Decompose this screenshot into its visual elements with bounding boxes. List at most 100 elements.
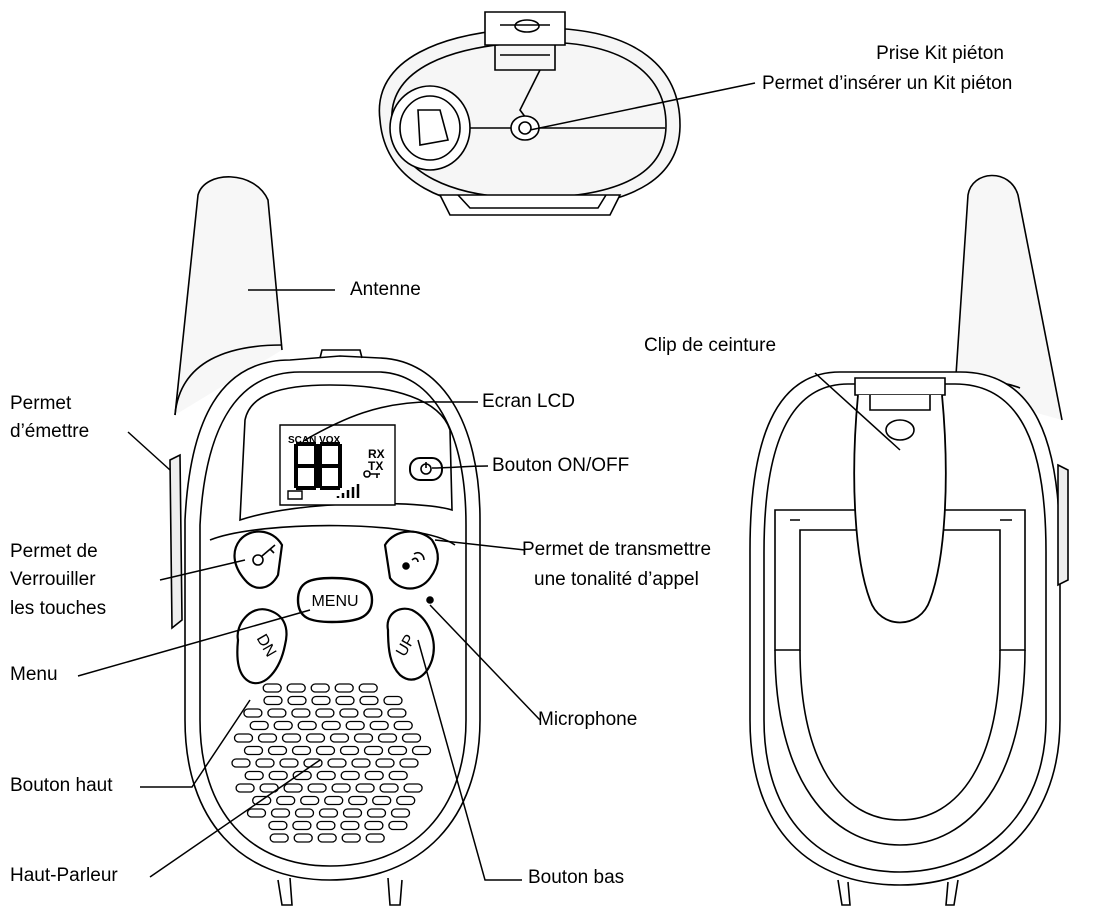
- speaker-slot: [377, 733, 398, 743]
- speaker-slot: [364, 770, 384, 781]
- speaker-slot: [292, 820, 312, 831]
- speaker-slot: [257, 733, 278, 743]
- speaker-slot: [291, 708, 311, 718]
- speaker-slot: [353, 733, 374, 743]
- lcd-digits: 88: [292, 436, 347, 490]
- speaker-slot: [318, 808, 339, 818]
- speaker-slot: [403, 783, 423, 793]
- speaker-slot: [297, 720, 317, 731]
- menu-button-label: MENU: [311, 593, 358, 610]
- lcd-rx-text: RX: [368, 447, 385, 461]
- speaker-slot: [388, 820, 408, 831]
- speaker-slot: [393, 720, 413, 731]
- speaker-slot: [310, 683, 330, 693]
- speaker-slot: [233, 733, 254, 743]
- top-view-illustration: [378, 11, 681, 216]
- speaker-slot: [235, 783, 255, 793]
- label-bouton-onoff: Bouton ON/OFF: [492, 455, 630, 476]
- speaker-slot: [311, 695, 331, 706]
- speaker-slot: [365, 833, 385, 843]
- speaker-slot: [270, 808, 291, 818]
- speaker-slot: [364, 820, 384, 831]
- speaker-slot: [359, 695, 379, 706]
- speaker-slot: [316, 820, 336, 831]
- label-ecran-lcd: Ecran LCD: [482, 391, 575, 412]
- label-menu: Menu: [10, 664, 58, 685]
- speaker-slot: [243, 708, 263, 718]
- label-prise-kit-title: Prise Kit piéton: [876, 43, 1004, 64]
- speaker-slot: [345, 720, 365, 731]
- lcd-scan-vox-text: SCAN VOX: [288, 435, 341, 446]
- speaker-slot: [375, 758, 395, 768]
- speaker-slot: [348, 795, 368, 806]
- speaker-slot: [379, 783, 399, 793]
- back-view-illustration: [749, 174, 1069, 906]
- speaker-slot: [262, 683, 282, 693]
- speaker-slot: [366, 808, 387, 818]
- speaker-slot: [334, 683, 354, 693]
- speaker-slot: [351, 758, 371, 768]
- label-haut-parleur: Haut-Parleur: [10, 865, 118, 886]
- label-prise-kit-desc: Permet d’insérer un Kit piéton: [762, 73, 1013, 94]
- lcd-tx-text: TX: [368, 459, 383, 473]
- speaker-slot: [388, 770, 408, 781]
- speaker-slot: [255, 758, 275, 768]
- speaker-slot: [331, 783, 351, 793]
- speaker-slot: [327, 758, 347, 768]
- speaker-slot: [363, 745, 384, 756]
- label-permet-emettre-2: d’émettre: [10, 421, 90, 442]
- speaker-slot: [268, 820, 288, 831]
- speaker-slot: [287, 695, 307, 706]
- label-antenne: Antenne: [350, 279, 421, 300]
- speaker-slot: [355, 783, 375, 793]
- label-transmettre-2: une tonalité d’appel: [534, 569, 699, 590]
- speaker-slot: [372, 795, 392, 806]
- speaker-slot: [268, 770, 288, 781]
- label-verrouiller-1: Permet de: [10, 541, 98, 562]
- speaker-slot: [252, 795, 272, 806]
- speaker-slot: [383, 695, 403, 706]
- speaker-slot: [291, 745, 312, 756]
- speaker-slot: [231, 758, 251, 768]
- speaker-slot: [329, 733, 350, 743]
- speaker-slot: [305, 733, 326, 743]
- speaker-slot: [387, 745, 408, 756]
- label-bouton-haut: Bouton haut: [10, 775, 113, 796]
- speaker-slot: [273, 720, 293, 731]
- callout-lines: [77, 82, 901, 881]
- speaker-slot: [279, 758, 299, 768]
- speaker-slot: [340, 820, 360, 831]
- speaker-slot: [369, 720, 389, 731]
- front-view-illustration: [169, 176, 481, 881]
- speaker-slot: [293, 833, 313, 843]
- speaker-slot: [342, 808, 363, 818]
- speaker-slot: [399, 758, 419, 768]
- label-verrouiller-2: Verrouiller: [10, 569, 96, 590]
- speaker-slot: [249, 720, 269, 731]
- speaker-slot: [281, 733, 302, 743]
- speaker-slot: [339, 708, 359, 718]
- speaker-slot: [307, 783, 327, 793]
- speaker-slot: [276, 795, 296, 806]
- label-verrouiller-3: les touches: [10, 598, 107, 619]
- speaker-slot: [411, 745, 432, 756]
- speaker-slot: [243, 745, 264, 756]
- speaker-slot: [358, 683, 378, 693]
- speaker-slot: [339, 745, 360, 756]
- speaker-slot: [315, 745, 336, 756]
- speaker-slot: [363, 708, 383, 718]
- speaker-slot: [340, 770, 360, 781]
- speaker-grille: [231, 683, 432, 843]
- speaker-slot: [387, 708, 407, 718]
- speaker-slot: [283, 783, 303, 793]
- speaker-slot: [244, 770, 264, 781]
- speaker-slot: [303, 758, 323, 768]
- speaker-slot: [267, 708, 287, 718]
- speaker-slot: [286, 683, 306, 693]
- speaker-slot: [324, 795, 344, 806]
- speaker-slot: [341, 833, 361, 843]
- speaker-slot: [294, 808, 315, 818]
- speaker-slot: [396, 795, 416, 806]
